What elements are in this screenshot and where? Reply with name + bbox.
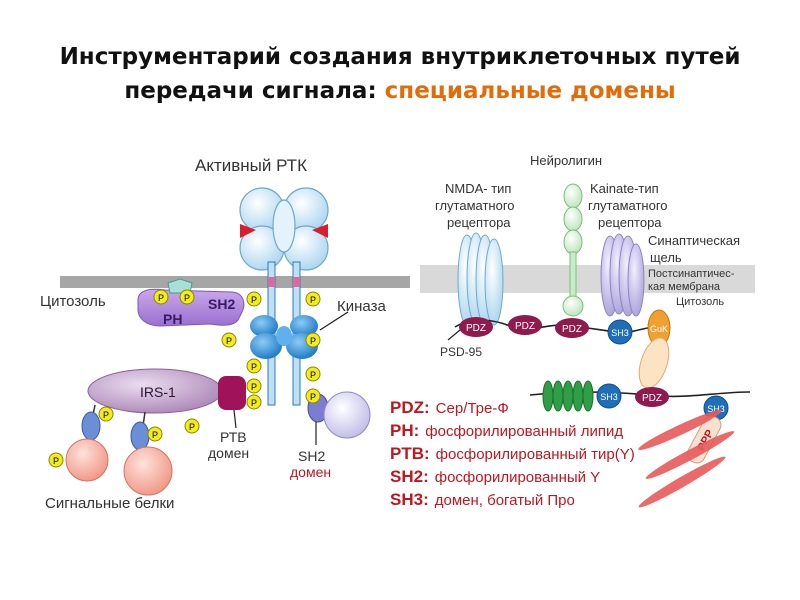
- legend-key: PTB:: [390, 444, 430, 463]
- svg-text:SH3: SH3: [611, 328, 629, 338]
- postsyn-label-1: Постсинаптичес-: [648, 268, 735, 280]
- svg-text:P: P: [310, 392, 316, 402]
- neuroligin-label: Нейролигин: [530, 153, 602, 168]
- neuroligin: [562, 183, 584, 317]
- cytosol-label-right: Цитозоль: [676, 296, 724, 308]
- svg-text:P: P: [226, 336, 232, 346]
- nmda-label-2: глутаматного: [435, 198, 515, 213]
- sh2-domain-protein: [307, 391, 371, 445]
- svg-text:P: P: [251, 295, 257, 305]
- ph-label: PH: [163, 311, 182, 327]
- legend-value: фосфорилированный Y: [434, 469, 601, 486]
- svg-text:P: P: [103, 410, 109, 420]
- ptb-label-2: домен: [208, 445, 249, 461]
- kainate-label-2: глутаматного: [588, 198, 668, 213]
- rtk-label: Активный РТК: [195, 156, 307, 175]
- lower-scaffold: SH3 PDZ: [529, 337, 751, 412]
- legend-value: домен, богатый Про: [434, 492, 575, 509]
- svg-text:P: P: [152, 430, 158, 440]
- postsyn-label-2: кая мембрана: [648, 281, 721, 293]
- svg-text:P: P: [158, 293, 164, 303]
- legend-key: SH3:: [390, 490, 429, 509]
- synaptic-cleft-label-1: Синаптическая: [648, 233, 740, 248]
- kinase-domain: [250, 315, 318, 359]
- rtk-extracellular: [239, 187, 329, 271]
- left-membrane: [60, 276, 410, 288]
- legend-key: SH2:: [390, 467, 429, 486]
- kinase-label: Киназа: [337, 298, 386, 315]
- synaptic-cleft-label-2: щель: [650, 250, 682, 265]
- sh2-domain-label-2: домен: [290, 464, 331, 480]
- legend-item-ptb: PTB: фосфорилированный тир(Y): [390, 444, 635, 464]
- legend-item-ph: PH: фосфорилированный липид: [390, 421, 623, 441]
- kinase-pointer: [319, 311, 349, 331]
- svg-text:P: P: [310, 370, 316, 380]
- legend-item-sh2: SH2: фосфорилированный Y: [390, 467, 600, 487]
- legend-value: фосфорилированный тир(Y): [435, 446, 635, 463]
- svg-text:P: P: [251, 362, 257, 372]
- cytosol-label-left: Цитозоль: [40, 293, 106, 310]
- sh2-domain-label-1: SH2: [298, 448, 325, 464]
- kainate-receptor: [600, 233, 645, 317]
- svg-text:P: P: [310, 295, 316, 305]
- legend-value: фосфорилированный липид: [425, 423, 624, 440]
- legend-value: Сер/Тре-Ф: [435, 400, 509, 417]
- nmda-label-1: NMDA- тип: [445, 181, 511, 196]
- page-title: Инструментарий создания внутриклеточных …: [0, 40, 800, 108]
- svg-text:SH3: SH3: [707, 404, 725, 414]
- svg-text:PDZ: PDZ: [466, 323, 486, 334]
- title-line-1: Инструментарий создания внутриклеточных …: [59, 44, 741, 70]
- irs1-label: IRS-1: [140, 384, 176, 400]
- svg-text:SH3: SH3: [600, 392, 618, 402]
- legend-key: PH:: [390, 421, 420, 440]
- legend-key: PDZ:: [390, 398, 430, 417]
- title-line-2: передачи сигнала: специальные домены: [0, 74, 800, 108]
- nmda-label-3: рецептора: [447, 215, 511, 230]
- svg-text:PDZ: PDZ: [562, 324, 582, 335]
- nmda-receptor: [457, 232, 504, 326]
- svg-text:P: P: [310, 336, 316, 346]
- ptb-domain: [218, 376, 246, 410]
- svg-text:P: P: [251, 398, 257, 408]
- ppp-region: SH3 PPP: [638, 395, 735, 508]
- svg-text:P: P: [53, 456, 59, 466]
- svg-text:PDZ: PDZ: [515, 321, 535, 332]
- sh2-box-label: SH2: [208, 296, 235, 312]
- svg-text:P: P: [184, 293, 190, 303]
- title-line-2-prefix: передачи сигнала:: [124, 78, 377, 104]
- title-line-2-accent: специальные домены: [384, 78, 676, 104]
- ptb-pointer: [233, 409, 237, 429]
- svg-text:P: P: [189, 422, 195, 432]
- kainate-label-3: рецептора: [598, 215, 662, 230]
- svg-text:PDZ: PDZ: [642, 393, 662, 404]
- psd95-domains: PDZ PDZ PDZ SH3 GuK: [459, 309, 671, 347]
- kainate-label-1: Kainate-тип: [590, 181, 659, 196]
- psd95-label: PSD-95: [440, 345, 482, 359]
- svg-text:GuK: GuK: [650, 324, 668, 334]
- legend-item-sh3: SH3: домен, богатый Про: [390, 490, 575, 510]
- signal-proteins: [65, 404, 173, 496]
- signal-proteins-label: Сигнальные белки: [45, 495, 174, 512]
- legend-item-pdz: PDZ: Сер/Тре-Ф: [390, 398, 509, 418]
- ptb-label-1: РТВ: [220, 429, 247, 445]
- svg-text:P: P: [251, 382, 257, 392]
- phospho-markers-left: P P P P P P P P P P P P P P P: [48, 289, 321, 468]
